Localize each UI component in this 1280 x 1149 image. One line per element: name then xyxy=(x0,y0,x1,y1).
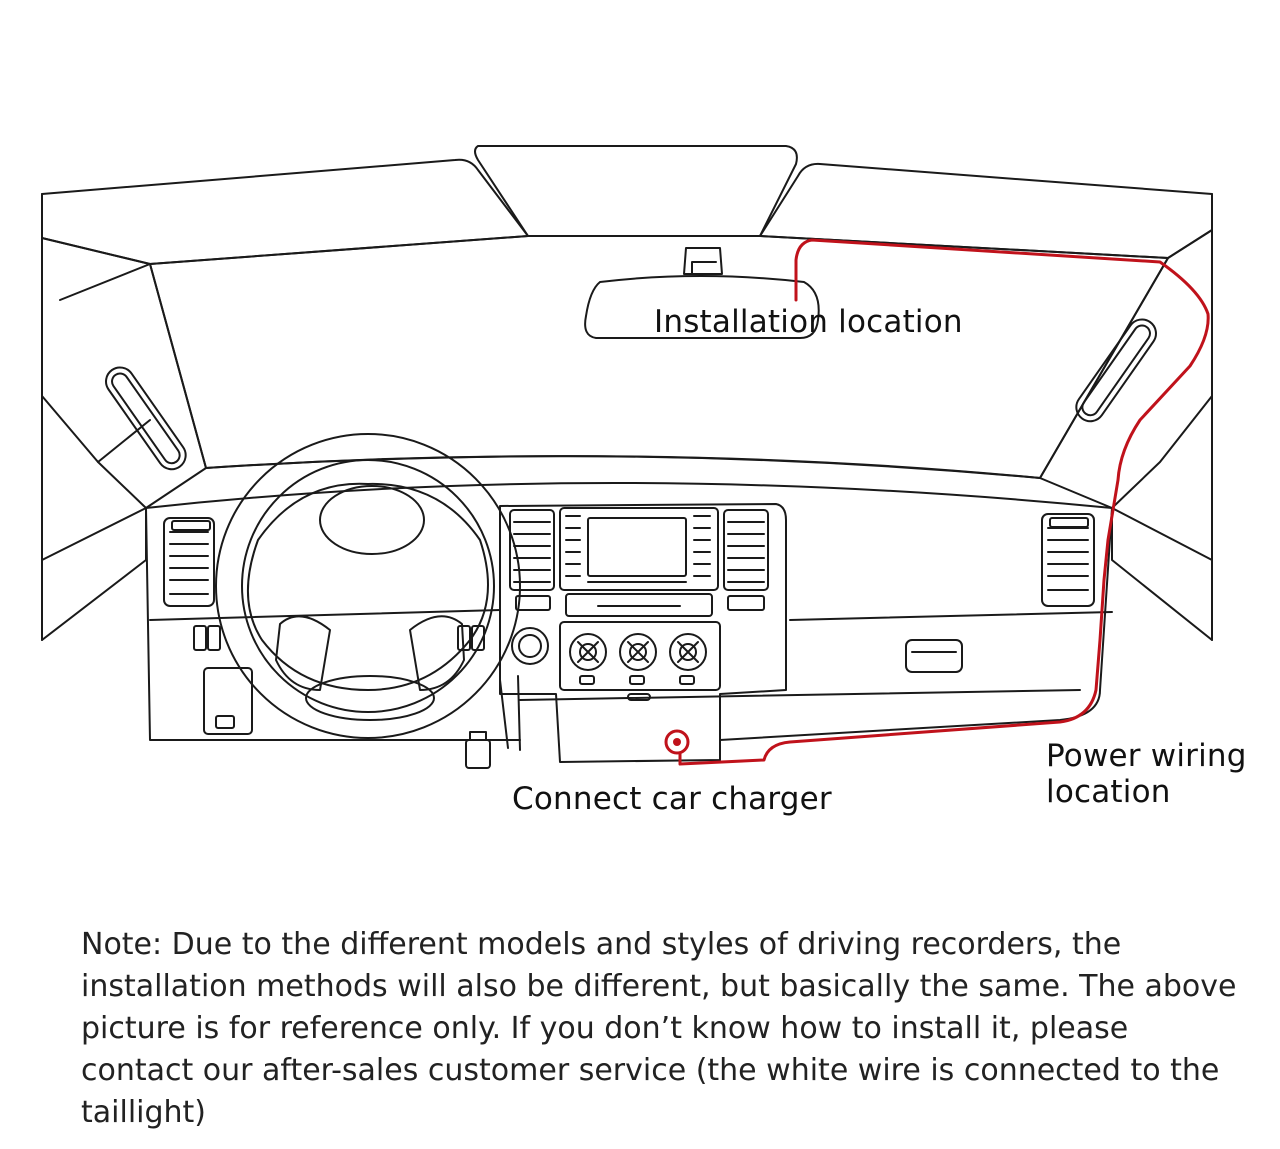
head-unit-screen xyxy=(587,517,687,577)
roof-headliner-left xyxy=(41,158,529,265)
vent-right xyxy=(1041,513,1095,607)
climate-dial-1 xyxy=(569,633,607,671)
vent-center-right xyxy=(723,509,769,591)
cd-slot xyxy=(565,593,713,617)
power-wire xyxy=(678,238,1210,766)
connect-charger-label: Connect car charger xyxy=(512,781,832,817)
note-text: Note: Due to the different models and st… xyxy=(81,927,1237,1130)
steering-wheel-hub xyxy=(246,482,489,691)
center-console xyxy=(499,503,787,763)
vent-center-left xyxy=(509,509,555,591)
windshield xyxy=(149,235,1169,479)
car-interior-diagram xyxy=(41,145,1213,769)
climate-dial-3 xyxy=(669,633,707,671)
head-unit xyxy=(559,507,719,591)
a-pillar-left xyxy=(41,237,207,509)
sun-visor-center xyxy=(474,145,798,237)
side-window-left xyxy=(41,507,147,641)
side-window-right xyxy=(1111,507,1213,641)
obd-port xyxy=(465,739,491,769)
installation-location-label: Installation location xyxy=(654,304,963,340)
power-wiring-label-line2: location xyxy=(1046,774,1171,810)
mirror-mount xyxy=(683,247,723,275)
climate-dial-2 xyxy=(619,633,657,671)
steering-column xyxy=(499,675,521,751)
dashboard-face xyxy=(145,507,1113,741)
rear-view-mirror xyxy=(584,275,820,339)
power-wiring-label: Power wiring location xyxy=(1046,738,1247,810)
grab-handle-left xyxy=(105,366,187,471)
climate-panel xyxy=(559,621,721,691)
grab-handle-right xyxy=(1075,318,1157,423)
steering-wheel-outer xyxy=(215,433,521,739)
light-knob xyxy=(511,627,549,665)
glovebox-handle xyxy=(905,639,963,673)
power-wiring-label-line1: Power wiring xyxy=(1046,738,1247,774)
fuse-panel xyxy=(203,667,253,735)
roof-headliner-right xyxy=(759,162,1213,259)
vent-left xyxy=(163,517,215,607)
